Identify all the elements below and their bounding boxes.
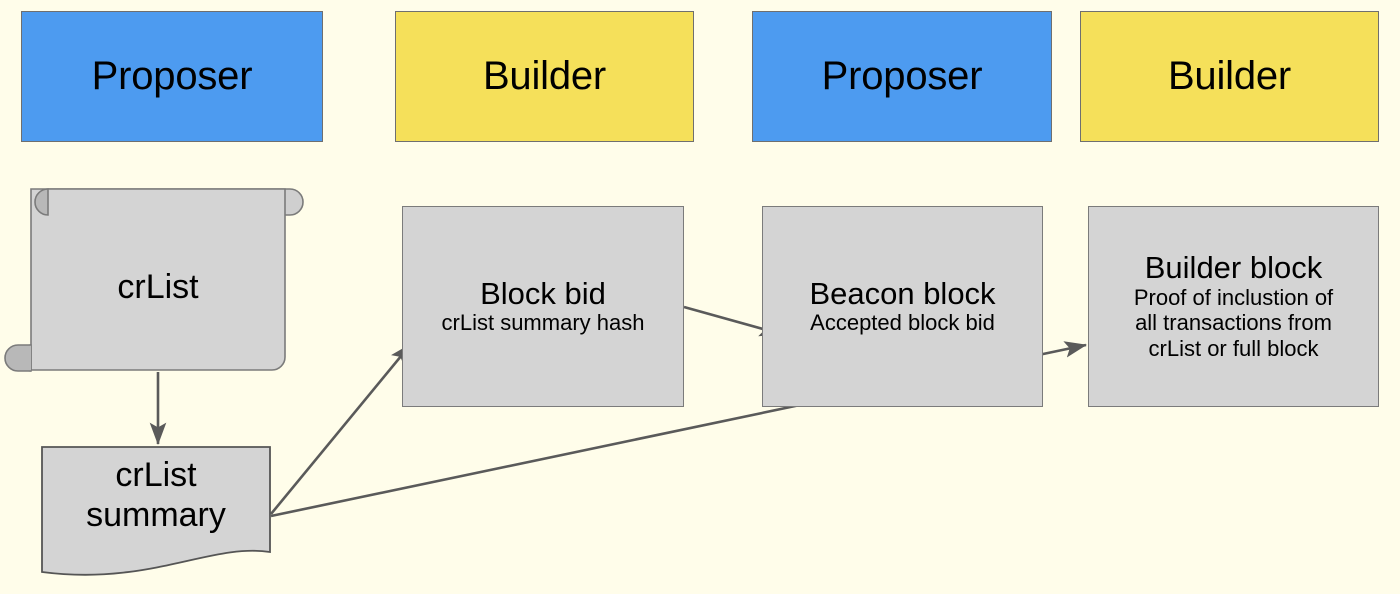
node-builder-block[interactable]: Builder block Proof of inclustion of all… (1088, 206, 1379, 407)
scroll-top-knob (34, 188, 49, 216)
crlist-summary-line2: summary (86, 496, 226, 535)
edge-summary-to-block-bid (269, 343, 413, 515)
crlist-label: crList (117, 268, 199, 306)
block-bid-title: Block bid (480, 276, 606, 311)
lane-header-proposer-1[interactable]: Proposer (21, 11, 323, 142)
lane-header-builder-1[interactable]: Builder (395, 11, 694, 142)
node-beacon-block[interactable]: Beacon block Accepted block bid (762, 206, 1043, 407)
beacon-block-subtitle: Accepted block bid (810, 310, 995, 336)
lane-header-label: Proposer (91, 54, 253, 99)
node-block-bid[interactable]: Block bid crList summary hash (402, 206, 684, 407)
lane-header-label: Proposer (821, 54, 983, 99)
beacon-block-title: Beacon block (809, 276, 996, 311)
builder-block-subtitle: Proof of inclustion of all transactions … (1134, 285, 1333, 362)
builder-block-title: Builder block (1144, 250, 1323, 286)
builder-block-subtitle-line-1: Proof of inclustion of (1133, 284, 1334, 310)
builder-block-subtitle-line-2: all transactions from (1135, 310, 1332, 336)
scroll-bottom-curl (4, 344, 31, 372)
lane-header-builder-2[interactable]: Builder (1080, 11, 1379, 142)
builder-block-subtitle-line-3: crList or full block (1148, 335, 1319, 361)
crlist-summary-line1: crList (115, 456, 197, 494)
block-bid-subtitle: crList summary hash (441, 310, 645, 336)
scroll-bottom-knob (17, 344, 32, 372)
lane-header-proposer-2[interactable]: Proposer (752, 11, 1052, 142)
scroll-top-curl (34, 188, 304, 216)
crlist-summary-label: crList summary (42, 455, 270, 535)
lane-header-label: Builder (1167, 54, 1292, 99)
lane-header-label: Builder (482, 54, 607, 99)
